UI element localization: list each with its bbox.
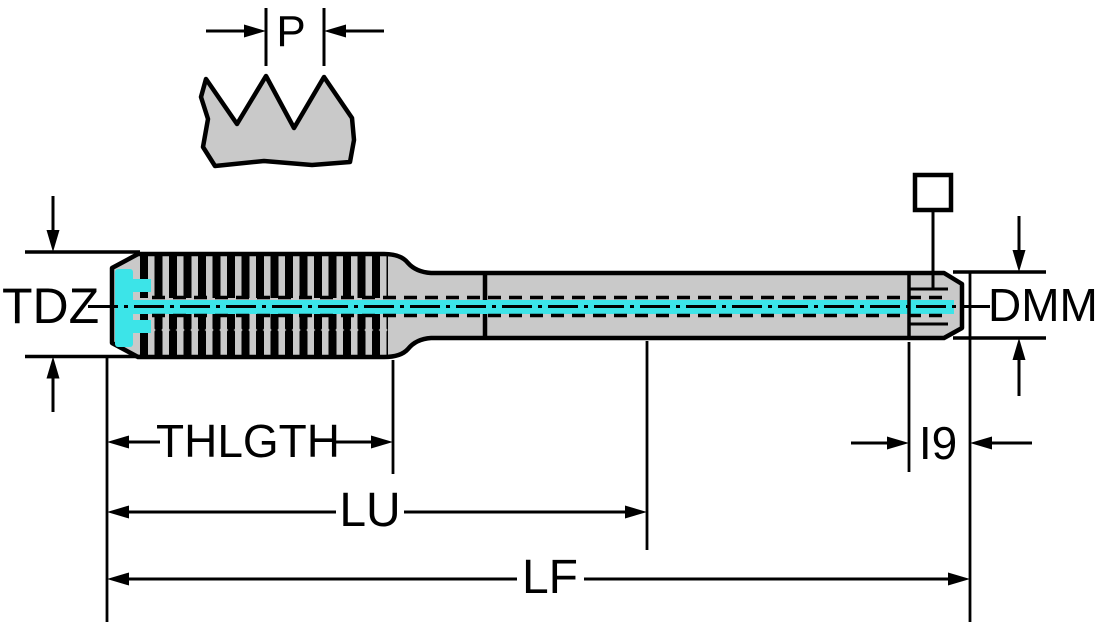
dmm-arrow-down [1012,216,1026,272]
i9-arrow-right [970,436,1032,450]
functional-length-label: LF [522,551,578,604]
pitch-label: P [276,7,305,56]
thread-teeth-bottom [140,313,388,356]
thread-diameter-label: TDZ [2,278,99,334]
square-length-label: I9 [919,417,957,469]
lu-arrow-left [107,505,336,519]
thread-length-label: THLGTH [156,415,340,467]
shank-diameter-label: DMM [988,279,1098,331]
usable-length-label: LU [339,484,400,537]
tdz-arrow-down [46,196,60,252]
lu-arrow-right [404,505,647,519]
thlgth-arrow-right [336,435,393,449]
thlgth-arrow-left [107,435,160,449]
dmm-arrow-up [1012,338,1026,396]
dimension-i9: I9 [851,342,1032,472]
i9-arrow-left [851,436,909,450]
coolant-front-tab-bottom [131,320,151,333]
lf-arrow-right [584,572,970,586]
dimension-lu: LU [107,341,649,550]
dimension-thlgth: THLGTH [107,360,395,474]
dimension-dmm: DMM [953,216,1098,396]
pitch-arrow-right [324,24,384,38]
thread-profile-shape [198,73,357,169]
tap-body [88,251,990,360]
coolant-front-tab-top [131,279,151,292]
square-drive-callout [912,172,954,290]
square-drive-symbol [912,172,954,213]
dimension-lf: LF [107,551,970,604]
pitch-arrow-left [206,24,266,38]
thread-profile-detail: P [198,7,384,169]
thread-teeth-top [140,255,388,298]
dimension-tdz: TDZ [2,196,140,412]
tdz-arrow-up [46,356,60,412]
lf-arrow-left [107,572,517,586]
